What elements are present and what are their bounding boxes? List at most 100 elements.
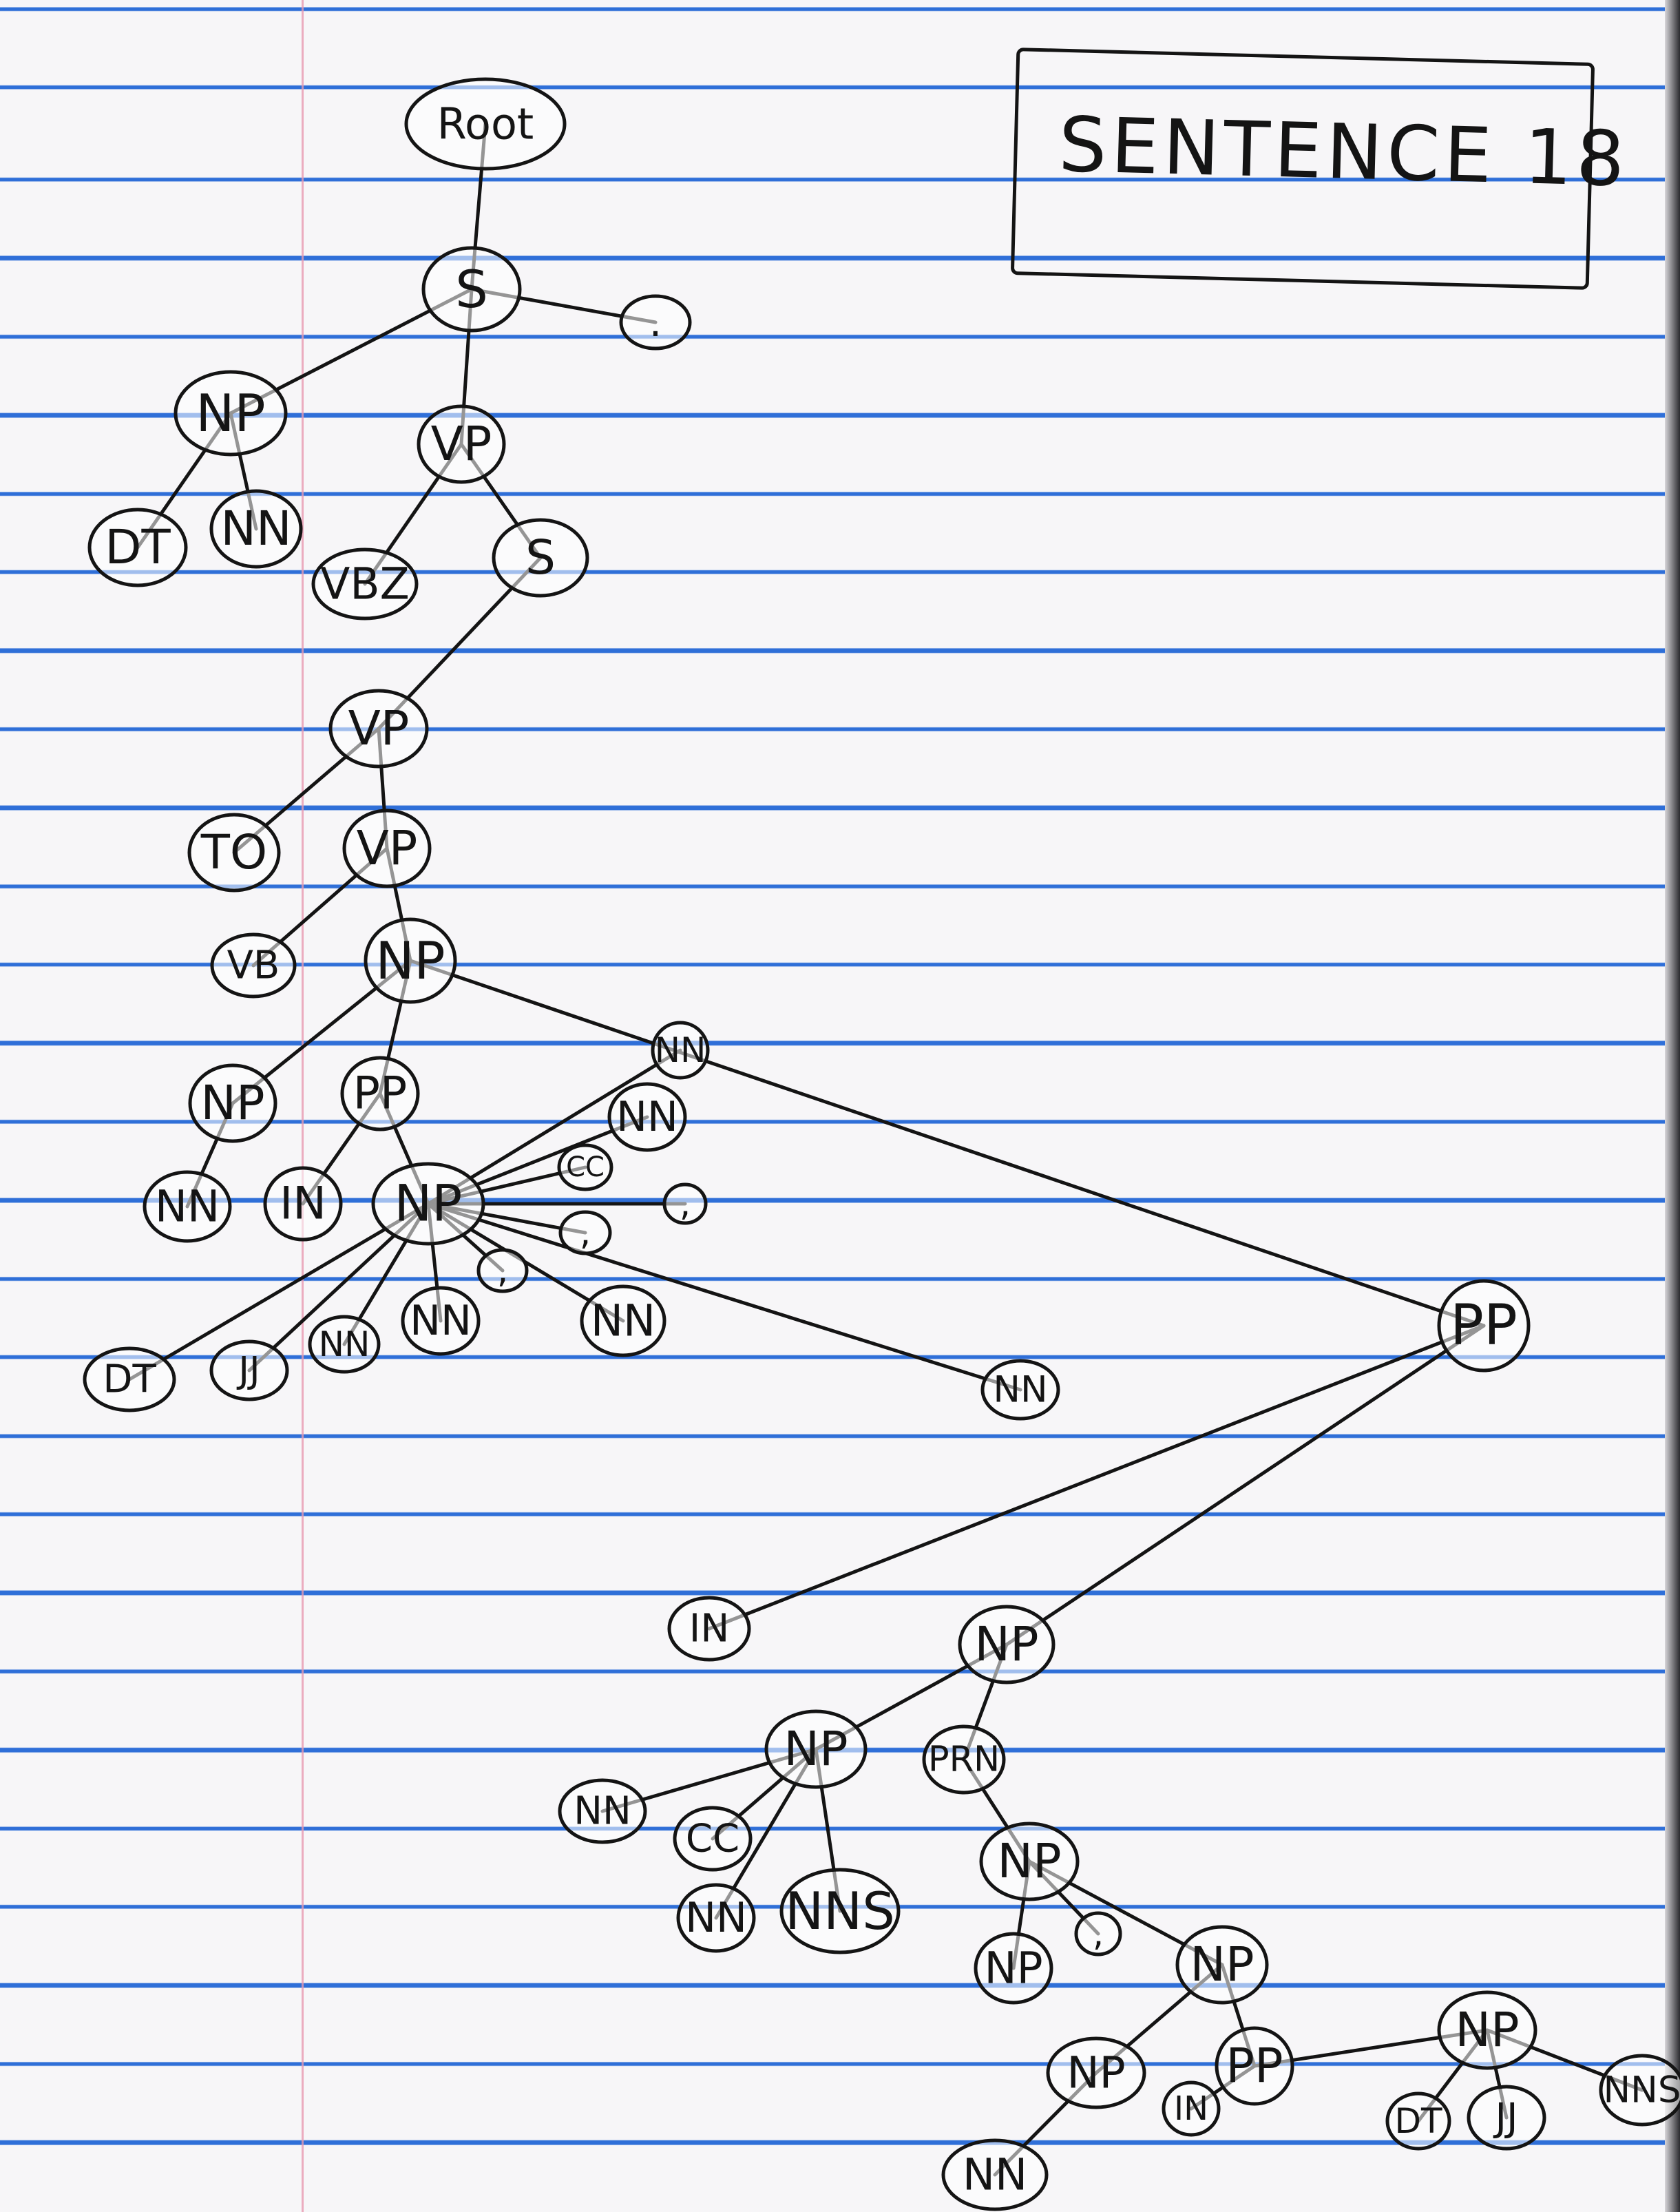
- node-np5: NP: [958, 1605, 1056, 1684]
- edge-pp2-np5: [1005, 1324, 1486, 1647]
- node-label: IN: [1174, 2089, 1208, 2128]
- node-pp3: PP: [1215, 2026, 1294, 2106]
- node-np10: NP: [1046, 2036, 1146, 2109]
- node-label: VB: [227, 943, 280, 988]
- node-label: NN: [993, 1369, 1047, 1411]
- node-nns2: NNS: [1599, 2054, 1680, 2127]
- node-label: VP: [431, 417, 492, 472]
- node-ellipse: [958, 1605, 1056, 1684]
- node-dt3: DT: [1385, 2091, 1451, 2151]
- node-ellipse: [364, 917, 457, 1004]
- node-ellipse: [667, 1596, 751, 1662]
- node-pp1: PP: [340, 1056, 420, 1131]
- node-vp3: VP: [342, 808, 432, 888]
- node-comma4: ,: [1074, 1911, 1122, 1957]
- node-label: NN: [685, 1894, 747, 1942]
- node-ellipse: [342, 808, 432, 888]
- node-ellipse: [662, 1182, 708, 1225]
- node-nn10: NN: [676, 1883, 756, 1953]
- node-ellipse: [263, 1166, 343, 1242]
- node-label: NN: [616, 1093, 678, 1141]
- node-prn1: PRN: [922, 1724, 1006, 1795]
- node-label: JJ: [236, 1350, 260, 1392]
- node-nn11: NN: [941, 2138, 1049, 2211]
- node-ellipse: [421, 246, 522, 333]
- node-np2: NP: [364, 917, 457, 1004]
- node-ellipse: [558, 1210, 612, 1255]
- node-nns1: NNS: [779, 1868, 901, 1954]
- node-ellipse: [476, 1248, 529, 1293]
- node-dt2: DT: [83, 1346, 176, 1412]
- node-in3: IN: [1162, 2080, 1221, 2137]
- node-ellipse: [1175, 1925, 1269, 2005]
- node-ellipse: [401, 1286, 481, 1356]
- node-ellipse: [340, 1056, 420, 1131]
- node-np1: NP: [174, 370, 288, 457]
- node-nn8: NN: [980, 1359, 1060, 1421]
- node-ellipse: [187, 813, 281, 893]
- node-s2: S: [492, 518, 589, 598]
- node-ellipse: [558, 1778, 647, 1844]
- node-ellipse: [673, 1806, 753, 1872]
- node-ellipse: [1599, 2054, 1680, 2127]
- node-ellipse: [83, 1346, 176, 1412]
- node-label: PP: [1226, 2038, 1283, 2094]
- node-label: VP: [348, 701, 410, 756]
- node-ellipse: [1437, 1990, 1537, 2070]
- node-np9: NP: [1175, 1925, 1269, 2005]
- node-np11: NP: [1437, 1990, 1537, 2070]
- edge-pp2-in2: [707, 1324, 1486, 1631]
- node-np4: NP: [371, 1162, 485, 1246]
- node-label: PP: [1450, 1293, 1518, 1358]
- node-label: NNS: [785, 1881, 895, 1941]
- node-label: S: [525, 530, 556, 585]
- node-nn5: NN: [580, 1284, 666, 1357]
- node-ellipse: [1437, 1279, 1531, 1373]
- node-jj1: JJ: [209, 1339, 289, 1401]
- node-comma1: ,: [662, 1182, 708, 1225]
- node-label: .: [649, 299, 662, 346]
- node-ellipse: [651, 1021, 710, 1080]
- node-nn9: NN: [558, 1778, 647, 1844]
- node-nn1: NN: [209, 489, 303, 569]
- node-ellipse: [974, 1932, 1053, 2005]
- node-in1: IN: [263, 1166, 343, 1242]
- edge-np4-dt2: [127, 1202, 430, 1381]
- node-label: NP: [1455, 2003, 1519, 2058]
- node-ellipse: [979, 1822, 1080, 1901]
- node-ellipse: [1385, 2091, 1451, 2151]
- node-ellipse: [404, 77, 567, 171]
- node-ellipse: [143, 1170, 232, 1243]
- node-vbz1: VBZ: [311, 547, 419, 620]
- node-ellipse: [311, 547, 419, 620]
- margin-line: [302, 0, 304, 2212]
- node-label: NP: [1190, 1937, 1254, 1992]
- node-label: NN: [220, 501, 291, 556]
- node-in2: IN: [667, 1596, 751, 1662]
- node-to1: TO: [187, 813, 281, 893]
- edge-np4-nn8: [426, 1202, 1022, 1392]
- node-root: Root: [404, 77, 567, 171]
- node-label: PRN: [928, 1740, 1000, 1780]
- node-ellipse: [210, 932, 297, 999]
- node-ellipse: [328, 689, 429, 769]
- node-ellipse: [492, 518, 589, 598]
- node-label: NN: [319, 1324, 370, 1364]
- node-vp2: VP: [328, 689, 429, 769]
- node-np7: NP: [979, 1822, 1080, 1901]
- node-label: VP: [357, 821, 418, 876]
- node-nn2: NN: [143, 1170, 232, 1243]
- node-ellipse: [980, 1359, 1060, 1421]
- node-np3: NP: [188, 1063, 277, 1143]
- node-nn6: NN: [401, 1286, 481, 1356]
- node-ellipse: [209, 1339, 289, 1401]
- node-ellipse: [941, 2138, 1049, 2211]
- node-vp1: VP: [417, 404, 506, 484]
- node-ellipse: [557, 1143, 613, 1191]
- node-label: ,: [580, 1212, 591, 1253]
- node-label: IN: [689, 1607, 729, 1651]
- node-label: NN: [410, 1297, 472, 1345]
- node-ellipse: [922, 1724, 1006, 1795]
- node-ellipse: [1215, 2026, 1294, 2106]
- node-np8: NP: [974, 1932, 1053, 2005]
